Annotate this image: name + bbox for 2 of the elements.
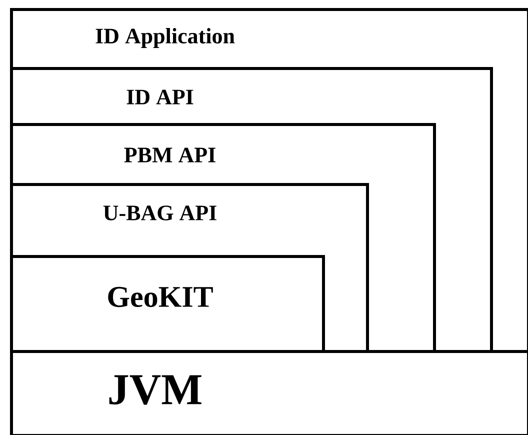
layer-box: GeoKIT [10,255,325,353]
layer-box: JVM [10,350,528,435]
